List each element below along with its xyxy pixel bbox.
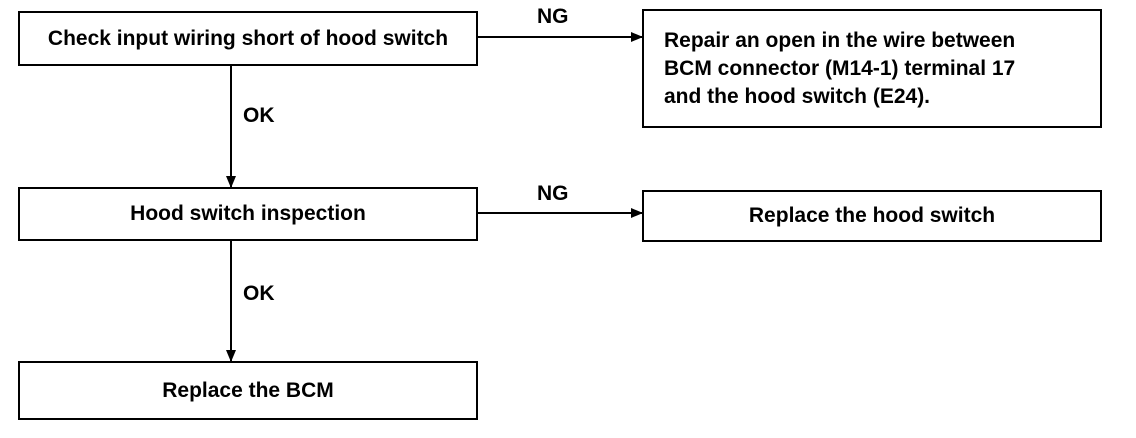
- repair-open-wire-box: Repair an open in the wire between BCM c…: [642, 9, 1102, 128]
- ng-label-2: NG: [537, 182, 569, 205]
- ok-label-2: OK: [243, 282, 275, 305]
- step-check-input-wiring-box: Check input wiring short of hood switch: [18, 11, 478, 66]
- ok-label-1: OK: [243, 104, 275, 127]
- step-hood-switch-inspection-text: Hood switch inspection: [130, 202, 366, 225]
- step-hood-switch-inspection-box: Hood switch inspection: [18, 187, 478, 241]
- replace-bcm-box: Replace the BCM: [18, 361, 478, 420]
- ng-label-1: NG: [537, 5, 569, 28]
- repair-open-wire-text: Repair an open in the wire between BCM c…: [664, 28, 1016, 108]
- replace-hood-switch-text: Replace the hood switch: [748, 204, 996, 227]
- replace-bcm-text: Replace the BCM: [162, 378, 334, 402]
- step-check-input-wiring-text: Check input wiring short of hood switch: [47, 26, 449, 50]
- replace-hood-switch-box: Replace the hood switch: [642, 190, 1102, 242]
